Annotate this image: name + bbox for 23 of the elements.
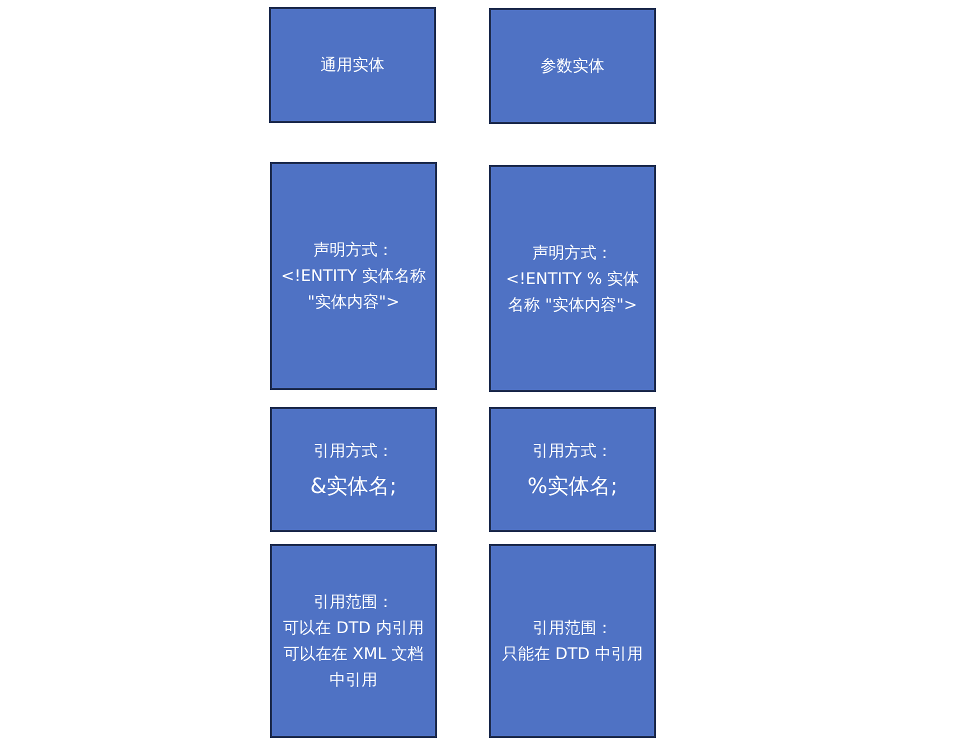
body-text: <!ENTITY 实体名称 "实体内容">	[280, 265, 427, 313]
heading-text: 引用范围：	[314, 591, 394, 613]
entity-box	[489, 544, 656, 738]
entity-box	[489, 8, 656, 124]
heading-text: 引用方式：	[314, 440, 394, 462]
body-text: <!ENTITY % 实体名称 "实体内容">	[504, 268, 640, 316]
body-text: 可以在在 XML 文档中引用	[282, 643, 424, 691]
heading-text: 声明方式：	[532, 242, 612, 264]
entity-box	[269, 7, 436, 123]
body-text: %实体名;	[527, 472, 618, 500]
body-text: 通用实体	[320, 54, 384, 76]
body-text: 可以在 DTD 内引用	[283, 617, 424, 639]
entity-box	[270, 407, 437, 532]
entity-box	[489, 407, 656, 532]
entity-box	[270, 544, 437, 738]
heading-text: 声明方式：	[314, 239, 394, 261]
body-text: 参数实体	[540, 55, 604, 77]
entity-box	[270, 162, 437, 390]
body-text: &实体名;	[310, 472, 397, 500]
body-text: 只能在 DTD 中引用	[502, 643, 643, 665]
heading-text: 引用方式：	[532, 440, 612, 462]
entity-box	[489, 165, 656, 392]
heading-text: 引用范围：	[532, 617, 612, 639]
